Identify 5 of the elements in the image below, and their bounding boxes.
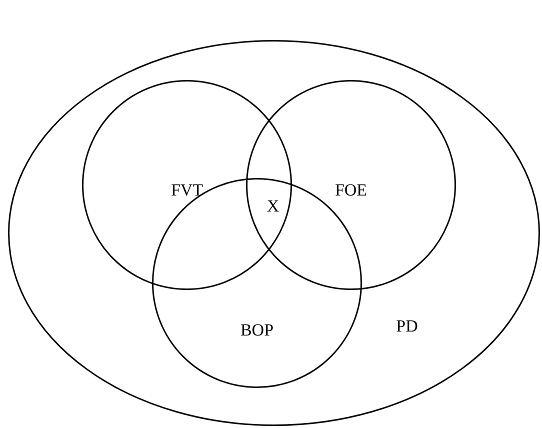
intersection-label: X	[266, 198, 280, 214]
set-label: PD	[396, 318, 418, 334]
set-label: BOP	[240, 322, 274, 338]
set-label: FOE	[334, 182, 368, 198]
set-label: FVT	[170, 182, 204, 198]
